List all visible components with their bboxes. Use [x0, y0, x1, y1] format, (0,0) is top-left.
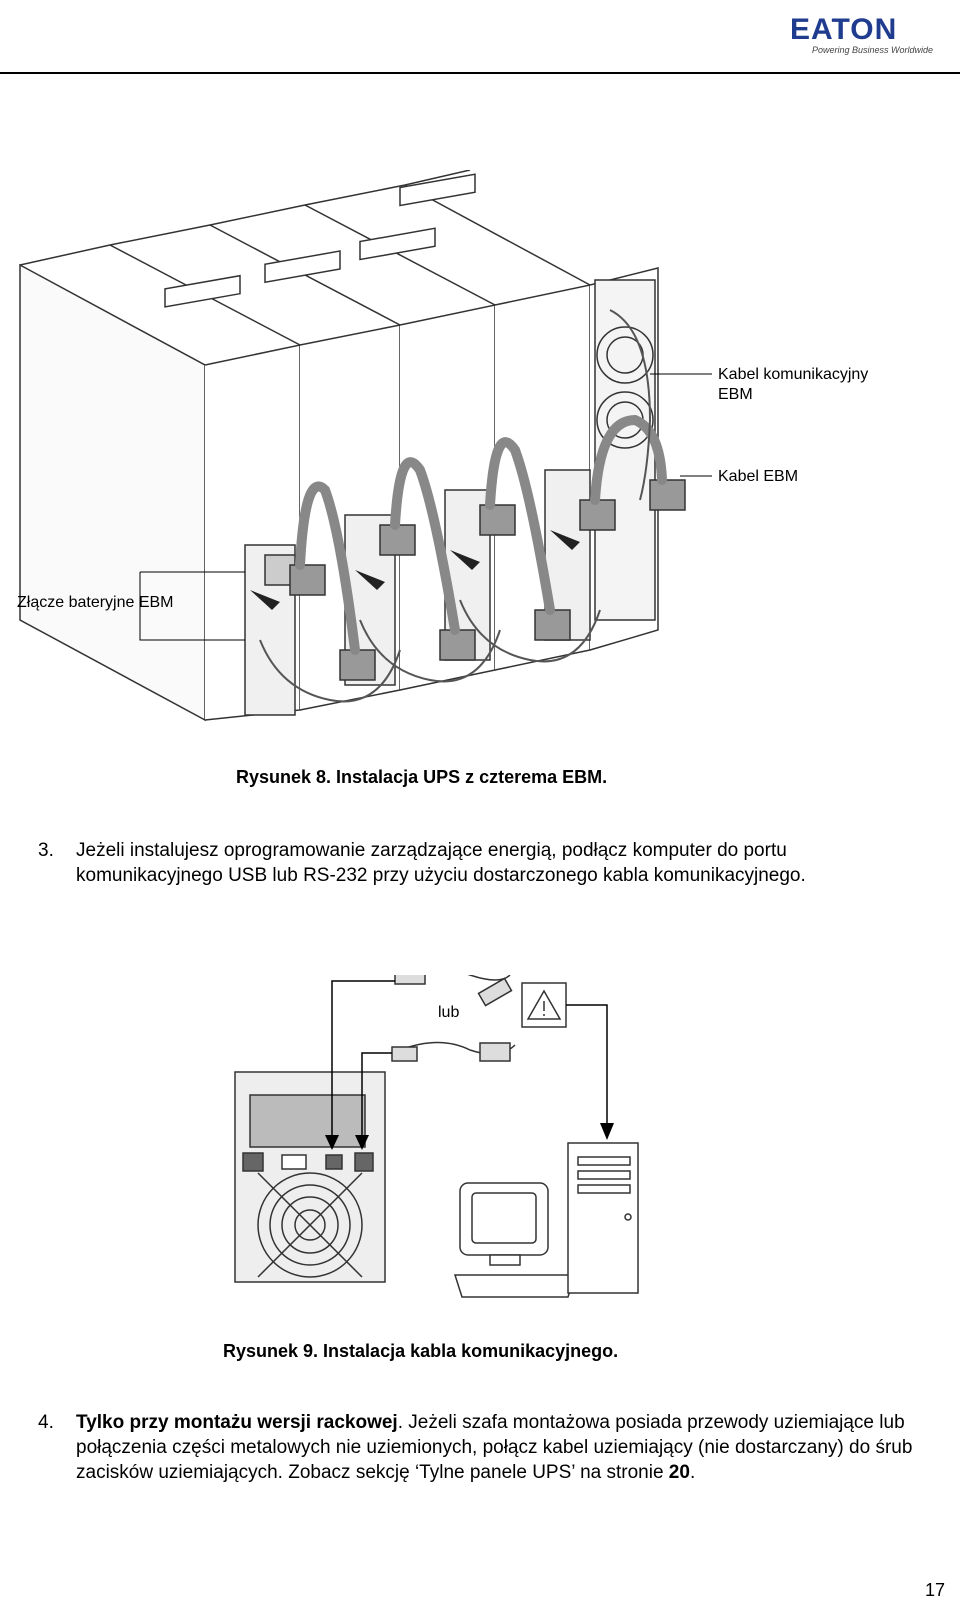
label-ebm-cable: Kabel EBM [718, 468, 799, 485]
figure-8-illustration [19, 170, 712, 722]
eaton-logo: EATON Powering Business Worldwide [790, 13, 934, 58]
logo-tagline: Powering Business Worldwide [812, 45, 934, 55]
logo-wordmark: EATON [790, 13, 898, 46]
step-3: 3. Jeżeli instalujesz oprogramowanie zar… [38, 838, 918, 918]
figure-9-illustration [234, 975, 639, 1298]
step-4-page-ref: 20 [668, 1462, 690, 1483]
page-number: 17 [925, 1580, 946, 1600]
label-comm-cable-line1: Kabel komunikacyjny [718, 366, 869, 383]
step-4-text: Tylko przy montażu wersji rackowej. Jeże… [76, 1410, 916, 1485]
step-3-text: Jeżeli instalujesz oprogramowanie zarząd… [76, 840, 806, 886]
label-or: lub [438, 1004, 460, 1021]
step-3-number: 3. [38, 840, 54, 861]
figure-8-caption: Rysunek 8. Instalacja UPS z czterema EBM… [236, 767, 608, 787]
label-battery-connector: Złącze bateryjne EBM [17, 594, 174, 611]
header-divider [0, 72, 960, 74]
step-4-number: 4. [38, 1412, 54, 1433]
step-4-end: . [689, 1462, 696, 1483]
step-4-bold-lead: Tylko przy montażu wersji rackowej [76, 1412, 398, 1433]
figure-9-caption: Rysunek 9. Instalacja kabla komunikacyjn… [223, 1341, 619, 1361]
label-comm-cable: Kabel komunikacyjny EBM [718, 365, 868, 405]
step-4-body: . Jeżeli szafa montażowa posiada przewod… [76, 1412, 913, 1483]
step-4: 4. Tylko przy montażu wersji rackowej. J… [38, 1410, 918, 1520]
label-comm-cable-line2: EBM [718, 386, 753, 403]
page-header: EATON Powering Business Worldwide [0, 0, 960, 74]
